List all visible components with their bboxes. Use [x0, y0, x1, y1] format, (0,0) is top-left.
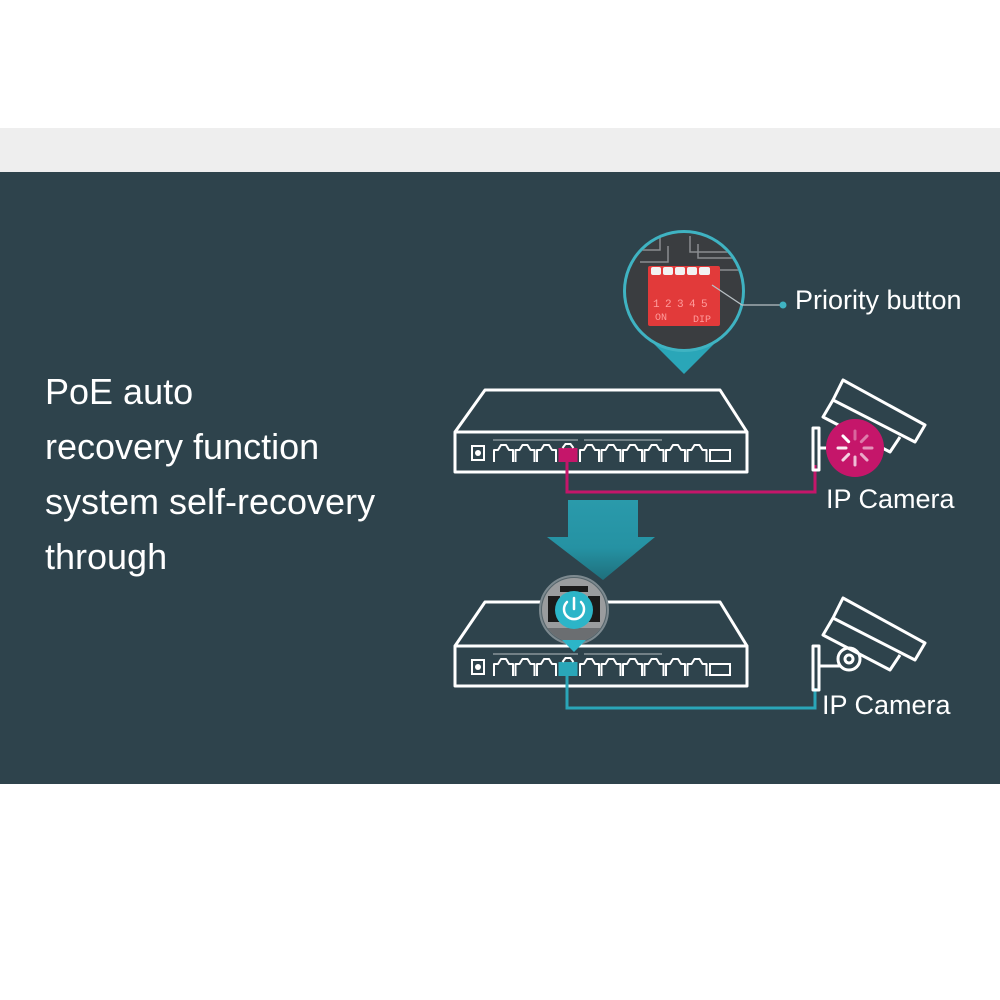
ethernet-port [643, 444, 665, 462]
headline-line-4: through [45, 536, 168, 577]
camera-top-housing [831, 378, 927, 444]
camera-bottom-lens-block [821, 617, 902, 672]
sfp-port [709, 449, 731, 462]
recovery-cable [565, 676, 817, 710]
camera-top-label: IP Camera [826, 484, 955, 514]
svg-text:4: 4 [689, 299, 696, 311]
camera-bottom [811, 596, 927, 692]
switch-bottom-body [453, 644, 749, 688]
ethernet-port [579, 658, 600, 676]
headline-line-2: recovery function [45, 426, 320, 467]
ethernet-port [579, 444, 600, 462]
ethernet-port [665, 658, 686, 676]
ethernet-port [643, 658, 665, 676]
power-button-icon [471, 445, 485, 461]
camera-bottom-label: IP Camera [822, 690, 951, 720]
feature-headline: PoE auto recovery function system self-r… [45, 364, 375, 584]
ethernet-port [493, 444, 514, 462]
header-band [0, 128, 1000, 173]
switch-top-body [453, 430, 749, 474]
ethernet-port [686, 658, 708, 676]
camera-bottom-joint [836, 646, 862, 672]
fault-cable [565, 462, 817, 494]
dip-switch-body [648, 266, 720, 326]
transition-arrow-icon [547, 500, 655, 580]
callout-leader-dot [779, 301, 787, 309]
ethernet-port [600, 658, 622, 676]
pcb-traces [630, 236, 740, 271]
camera-top-mount [811, 426, 821, 472]
switch-top-ports [471, 439, 731, 462]
camera-bottom-mount [811, 644, 821, 692]
camera-bottom-joint-center [843, 653, 855, 665]
top-whitespace [0, 0, 1000, 128]
bottom-whitespace [0, 784, 1000, 1000]
dip-label: DIP [693, 315, 711, 326]
dip-numbers: 1 2 3 4 5 [653, 299, 708, 311]
power-led [475, 450, 481, 456]
loading-spinner-tick [841, 452, 851, 462]
feature-panel [0, 172, 1000, 784]
camera-top-fault-indicator [826, 419, 884, 477]
dip-switch-levers [651, 267, 710, 275]
switch-top-lid [453, 388, 749, 433]
sfp-port [709, 663, 731, 676]
loading-spinner-tick [841, 434, 851, 444]
svg-text:5: 5 [701, 299, 708, 311]
switch-top [453, 388, 749, 474]
ethernet-port [600, 444, 622, 462]
active-port [558, 448, 578, 462]
svg-text:1: 1 [653, 299, 660, 311]
loading-spinner-tick [859, 434, 869, 444]
priority-button-callout: 1 2 3 4 5 ON DIP [623, 230, 787, 374]
switch-bottom-ports [471, 653, 731, 676]
headline-line-3: system self-recovery [45, 481, 376, 522]
priority-button-label: Priority button [795, 285, 962, 315]
power-button-icon [471, 659, 485, 675]
loading-spinner-tick [859, 452, 869, 462]
ethernet-port [665, 444, 686, 462]
active-port [558, 662, 578, 676]
ethernet-port [493, 658, 514, 676]
ethernet-port [622, 444, 643, 462]
ethernet-port [536, 444, 557, 462]
ethernet-port [514, 658, 536, 676]
ethernet-port [686, 444, 708, 462]
ethernet-port [536, 658, 557, 676]
active-port-notch [561, 657, 575, 663]
recovery-badge [539, 575, 609, 652]
headline-line-1: PoE auto [45, 371, 194, 412]
camera-bottom-housing [831, 596, 927, 662]
power-led [475, 664, 481, 670]
svg-text:2: 2 [665, 299, 672, 311]
ethernet-port [622, 658, 643, 676]
ethernet-port [514, 444, 536, 462]
dip-on-label: ON [655, 313, 667, 324]
callout-leader-line [711, 284, 782, 306]
svg-text:3: 3 [677, 299, 684, 311]
active-port-notch [561, 443, 575, 449]
